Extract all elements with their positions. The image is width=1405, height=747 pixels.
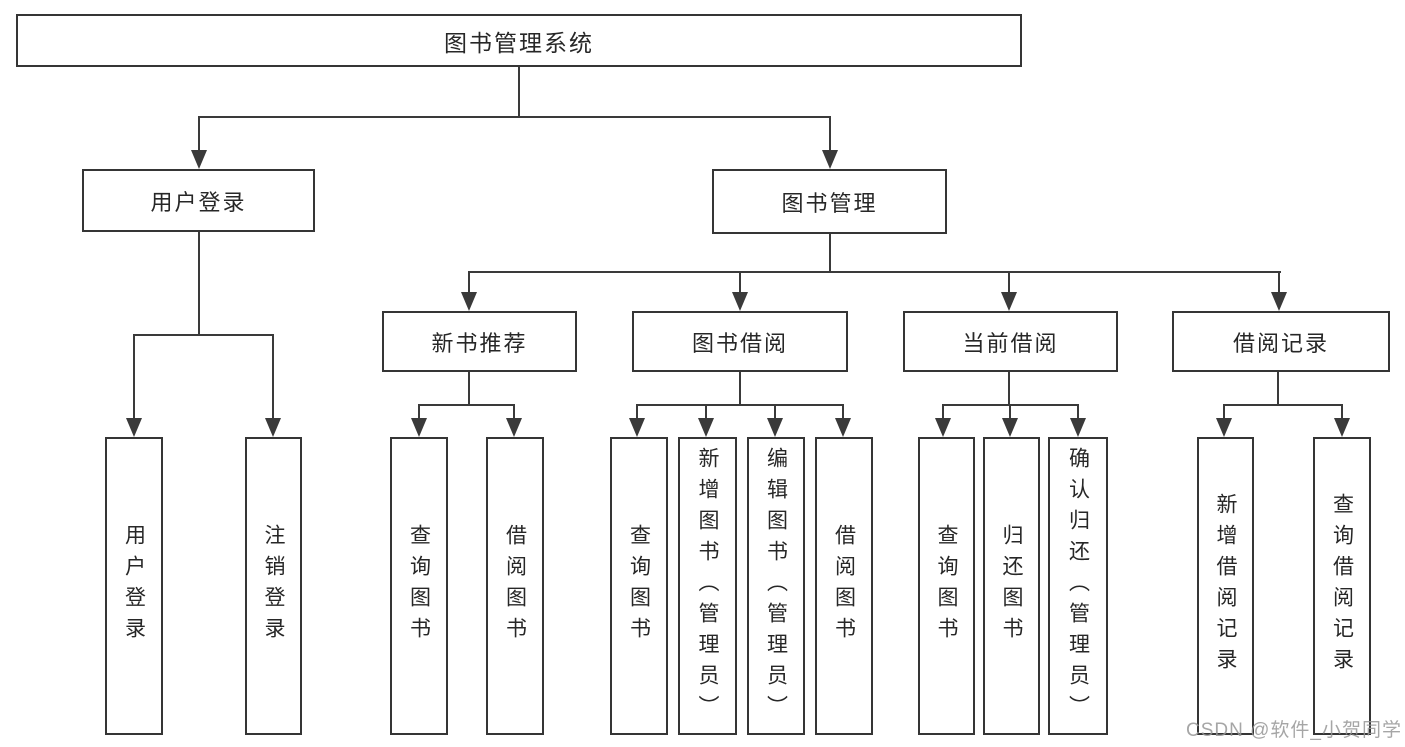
node-book-management-label: 图书管理 bbox=[781, 190, 878, 216]
connector-l3-drop-4 bbox=[1278, 271, 1280, 294]
connector-l3-hbar bbox=[468, 271, 1281, 273]
connector-current-stem bbox=[1008, 371, 1010, 406]
connector-current-drop-2 bbox=[1009, 404, 1011, 420]
leaf-add-books-admin-label: 新增图书（管理员） bbox=[696, 446, 719, 726]
connector-borrow-drop-1 bbox=[636, 404, 638, 420]
connector-l2-hbar bbox=[198, 116, 831, 118]
arrow-to-new-book-recommend bbox=[461, 292, 477, 311]
arrow-recommend-leaf-1 bbox=[411, 418, 427, 437]
node-book-management: 图书管理 bbox=[712, 169, 947, 234]
node-root: 图书管理系统 bbox=[16, 14, 1022, 67]
leaf-recommend-query-books-label: 查询图书 bbox=[407, 524, 431, 648]
connector-borrow-drop-3 bbox=[774, 404, 776, 420]
connector-l2-drop-right bbox=[829, 116, 831, 152]
arrow-to-leaf-user-login bbox=[126, 418, 142, 437]
arrow-borrow-leaf-1 bbox=[629, 418, 645, 437]
leaf-user-login: 用户登录 bbox=[105, 437, 163, 735]
node-borrow-records: 借阅记录 bbox=[1172, 311, 1390, 372]
leaf-add-books-admin: 新增图书（管理员） bbox=[678, 437, 737, 735]
arrow-borrow-leaf-3 bbox=[767, 418, 783, 437]
node-user-login: 用户登录 bbox=[82, 169, 315, 232]
node-book-borrow: 图书借阅 bbox=[632, 311, 848, 372]
arrow-recommend-leaf-2 bbox=[506, 418, 522, 437]
connector-user-login-stem bbox=[198, 231, 200, 336]
arrow-to-borrow-records bbox=[1271, 292, 1287, 311]
leaf-add-borrow-record-label: 新增借阅记录 bbox=[1214, 493, 1237, 679]
arrow-borrow-leaf-2 bbox=[698, 418, 714, 437]
leaf-logout-label: 注销登录 bbox=[262, 524, 285, 648]
node-current-borrow-label: 当前借阅 bbox=[962, 330, 1059, 356]
connector-recommend-hbar bbox=[418, 404, 515, 406]
node-root-label: 图书管理系统 bbox=[444, 29, 594, 56]
leaf-borrow-books: 借阅图书 bbox=[815, 437, 873, 735]
leaf-query-borrow-record: 查询借阅记录 bbox=[1313, 437, 1371, 735]
arrow-records-leaf-1 bbox=[1216, 418, 1232, 437]
node-borrow-records-label: 借阅记录 bbox=[1232, 330, 1329, 356]
connector-records-stem bbox=[1277, 371, 1279, 406]
arrow-to-leaf-logout bbox=[265, 418, 281, 437]
arrow-to-book-management bbox=[822, 150, 838, 169]
leaf-confirm-return-admin-label: 确认归还（管理员） bbox=[1066, 446, 1090, 726]
leaf-recommend-query-books: 查询图书 bbox=[390, 437, 448, 735]
arrow-to-book-borrow bbox=[732, 292, 748, 311]
leaf-recommend-borrow-books: 借阅图书 bbox=[486, 437, 544, 735]
connector-l3-drop-1 bbox=[468, 271, 470, 294]
node-user-login-label: 用户登录 bbox=[150, 189, 247, 215]
connector-records-hbar bbox=[1223, 404, 1343, 406]
connector-records-drop-2 bbox=[1341, 404, 1343, 420]
arrow-current-leaf-2 bbox=[1002, 418, 1018, 437]
node-current-borrow: 当前借阅 bbox=[903, 311, 1118, 372]
connector-records-drop-1 bbox=[1223, 404, 1225, 420]
leaf-add-borrow-record: 新增借阅记录 bbox=[1197, 437, 1254, 735]
connector-borrow-drop-2 bbox=[705, 404, 707, 420]
leaf-edit-books-admin: 编辑图书（管理员） bbox=[747, 437, 805, 735]
leaf-user-login-label: 用户登录 bbox=[122, 524, 146, 648]
arrow-to-user-login bbox=[191, 150, 207, 169]
connector-user-login-hbar bbox=[133, 334, 274, 336]
connector-book-mgmt-stem bbox=[829, 233, 831, 273]
csdn-watermark: CSDN @软件_小贺同学 bbox=[1186, 720, 1402, 741]
leaf-borrow-books-label: 借阅图书 bbox=[832, 524, 856, 648]
connector-root-stem bbox=[518, 66, 520, 117]
connector-l3-drop-3 bbox=[1008, 271, 1010, 294]
connector-recommend-drop-1 bbox=[418, 404, 420, 420]
leaf-edit-books-admin-label: 编辑图书（管理员） bbox=[764, 446, 788, 726]
leaf-borrow-query-books: 查询图书 bbox=[610, 437, 668, 735]
connector-borrow-drop-4 bbox=[842, 404, 844, 420]
arrow-current-leaf-3 bbox=[1070, 418, 1086, 437]
arrow-borrow-leaf-4 bbox=[835, 418, 851, 437]
arrow-to-current-borrow bbox=[1001, 292, 1017, 311]
connector-user-login-drop-right bbox=[272, 334, 274, 420]
leaf-borrow-query-books-label: 查询图书 bbox=[627, 524, 651, 648]
leaf-return-books-label: 归还图书 bbox=[1000, 524, 1023, 648]
connector-user-login-drop-left bbox=[133, 334, 135, 420]
connector-borrow-stem bbox=[739, 371, 741, 406]
connector-recommend-stem bbox=[468, 371, 470, 406]
connector-l3-drop-2 bbox=[739, 271, 741, 294]
leaf-query-borrow-record-label: 查询借阅记录 bbox=[1330, 493, 1354, 679]
connector-current-drop-1 bbox=[942, 404, 944, 420]
connector-borrow-hbar bbox=[636, 404, 844, 406]
leaf-confirm-return-admin: 确认归还（管理员） bbox=[1048, 437, 1108, 735]
arrow-records-leaf-2 bbox=[1334, 418, 1350, 437]
node-new-book-recommend-label: 新书推荐 bbox=[431, 330, 528, 356]
node-book-borrow-label: 图书借阅 bbox=[691, 330, 788, 356]
leaf-current-query-books-label: 查询图书 bbox=[935, 524, 958, 648]
arrow-current-leaf-1 bbox=[935, 418, 951, 437]
leaf-recommend-borrow-books-label: 借阅图书 bbox=[503, 524, 527, 648]
leaf-logout: 注销登录 bbox=[245, 437, 302, 735]
connector-recommend-drop-2 bbox=[513, 404, 515, 420]
leaf-return-books: 归还图书 bbox=[983, 437, 1040, 735]
node-new-book-recommend: 新书推荐 bbox=[382, 311, 577, 372]
connector-current-drop-3 bbox=[1077, 404, 1079, 420]
leaf-current-query-books: 查询图书 bbox=[918, 437, 975, 735]
connector-l2-drop-left bbox=[198, 116, 200, 152]
